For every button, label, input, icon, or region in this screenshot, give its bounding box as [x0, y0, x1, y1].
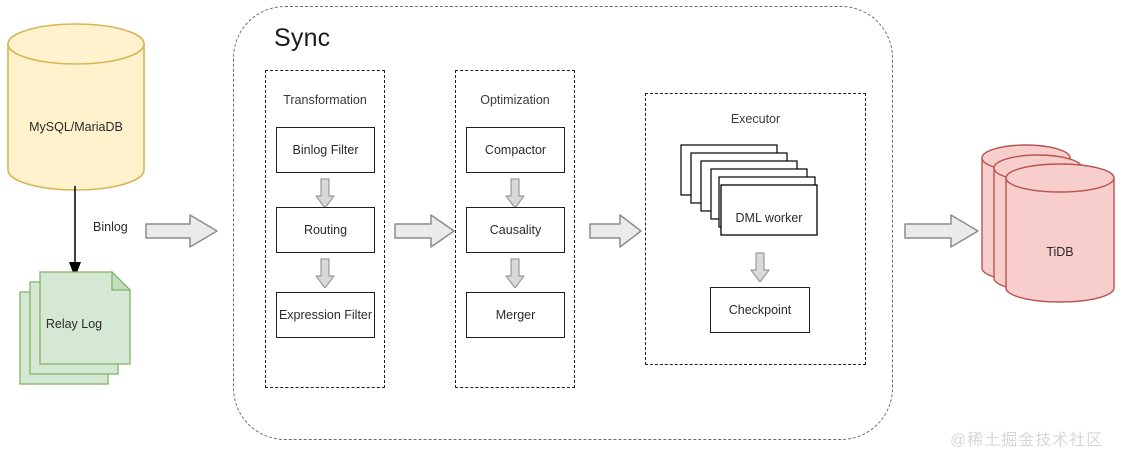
flow-arrow-down-causality-merger	[505, 258, 525, 288]
sync-container	[233, 6, 893, 440]
flow-arrow-optimization-to-executor	[589, 214, 642, 248]
step-merger[interactable]: Merger	[466, 292, 565, 338]
step-routing[interactable]: Routing	[276, 207, 375, 253]
step-checkpoint-label: Checkpoint	[728, 303, 792, 317]
relay-log-note-stack	[19, 270, 132, 385]
mysql-mariadb-cylinder	[7, 23, 145, 191]
step-causality-label: Causality	[489, 223, 542, 237]
step-binlog-filter-label: Binlog Filter	[292, 143, 359, 157]
group-executor: Executor	[645, 93, 866, 365]
step-causality[interactable]: Causality	[466, 207, 565, 253]
group-transformation-title: Transformation	[283, 93, 367, 107]
step-routing-label: Routing	[303, 223, 348, 237]
flow-arrow-down-compactor-causality	[505, 178, 525, 208]
step-checkpoint[interactable]: Checkpoint	[710, 287, 810, 333]
step-binlog-filter[interactable]: Binlog Filter	[276, 127, 375, 173]
step-compactor-label: Compactor	[484, 143, 547, 157]
flow-arrow-down-binlogfilter-routing	[315, 178, 335, 208]
step-expression-filter-label: Expression Filter	[278, 308, 373, 322]
tidb-cylinder-stack	[981, 144, 1115, 303]
sync-title: Sync	[274, 24, 331, 52]
group-executor-title: Executor	[730, 112, 781, 126]
step-expression-filter[interactable]: Expression Filter	[276, 292, 375, 338]
flow-arrow-binlog-to-sync	[145, 214, 218, 248]
watermark: @稀土掘金技术社区	[950, 432, 1104, 449]
step-merger-label: Merger	[495, 308, 536, 322]
flow-arrow-sync-to-tidb	[904, 214, 979, 248]
group-optimization-title: Optimization	[480, 93, 550, 107]
flow-arrow-down-routing-expressionfilter	[315, 258, 335, 288]
flow-arrow-down-dmlworker-checkpoint	[750, 252, 770, 282]
dml-worker-stack[interactable]	[680, 144, 820, 249]
binlog-edge-label: Binlog	[93, 220, 128, 234]
source-to-relay-connector	[69, 186, 81, 278]
step-compactor[interactable]: Compactor	[466, 127, 565, 173]
group-optimization: Optimization	[455, 70, 575, 388]
flow-arrow-transformation-to-optimization	[394, 214, 455, 248]
group-transformation: Transformation	[265, 70, 385, 388]
